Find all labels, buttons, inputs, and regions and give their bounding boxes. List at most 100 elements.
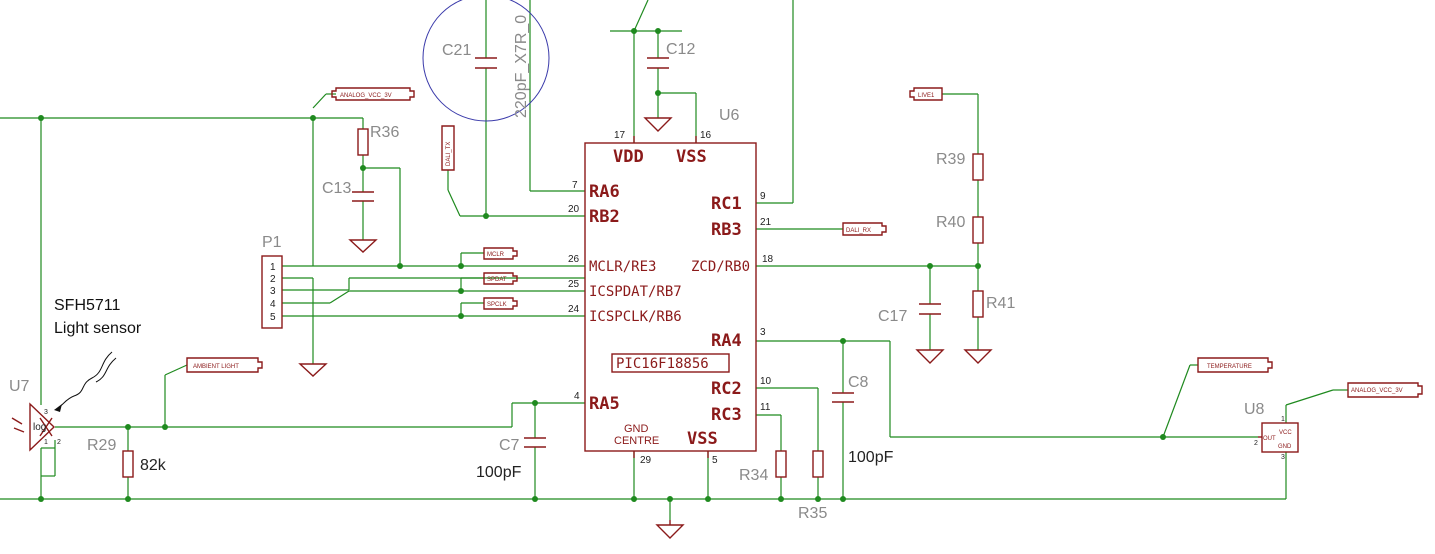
u6-icspclk: ICSPCLK/RB6 [589,309,682,325]
annotation-line-2: Light sensor [54,320,142,337]
u6-ra4: RA4 [711,331,742,351]
u6-part-number: PIC16F18856 [616,356,709,372]
r34-resistor: R34 [739,450,787,484]
net-label-mclr: MCLR [483,247,518,260]
svg-text:5: 5 [712,455,718,466]
svg-text:ANALOG_VCC_3V: ANALOG_VCC_3V [1351,388,1403,394]
u6-mclr: MCLR/RE3 [589,259,656,275]
u7-light-sensor: U7 log 3 1 2 [9,378,61,452]
u6-rc3: RC3 [711,405,742,425]
svg-text:R35: R35 [798,505,827,522]
u6-vdd: VDD [613,147,644,167]
svg-text:2: 2 [57,439,61,446]
net-label-temperature: TEMPERATURE [1197,357,1273,373]
svg-text:25: 25 [568,279,580,290]
u6-gnd: GND [624,423,649,435]
net-label-live1: LIVE1 [909,87,943,101]
p1-pin-5: 5 [270,312,276,323]
u6-rc2: RC2 [711,379,742,399]
svg-text:R41: R41 [986,295,1015,312]
c8-value: 100pF [848,449,894,466]
svg-text:DALI_TX: DALI_TX [446,142,452,166]
u6-zcd-rb0: ZCD/RB0 [691,259,750,275]
u6-microcontroller: U6 17 16 7 20 26 25 24 4 29 5 9 21 18 3 … [568,107,774,466]
net-label-spdat: SPDAT [483,272,518,285]
svg-text:3: 3 [1281,454,1285,461]
c17-capacitor: C17 [878,303,941,325]
annotation-line-1: SFH5711 [54,297,121,314]
r29-value: 82k [140,457,167,474]
r40-resistor: R40 [936,214,984,244]
svg-text:20: 20 [568,204,580,215]
u6-vss-bottom: VSS [687,429,718,449]
c21-value: 220pF_X7R_0 [513,15,530,118]
u6-ra5: RA5 [589,394,620,414]
net-label-dali-rx: DALI_RX [842,222,887,236]
p1-ref: P1 [262,234,282,251]
svg-text:TEMPERATURE: TEMPERATURE [1207,364,1252,370]
u6-icspdat: ICSPDAT/RB7 [589,284,682,300]
p1-pin-3: 3 [270,286,276,297]
u6-rb3: RB3 [711,220,742,240]
svg-text:U7: U7 [9,378,30,395]
svg-text:SPCLK: SPCLK [487,302,507,308]
svg-text:3: 3 [44,409,48,416]
u6-ra6: RA6 [589,182,620,202]
svg-text:18: 18 [762,254,774,265]
svg-text:C17: C17 [878,308,907,325]
svg-text:OUT: OUT [1263,436,1276,442]
wires [0,0,1348,520]
u6-centre: CENTRE [614,435,659,447]
p1-pin-4: 4 [270,299,276,310]
svg-text:C8: C8 [848,374,869,391]
u6-vss-top: VSS [676,147,707,167]
r41-resistor: R41 [972,290,1015,318]
c13-ref: C13 [322,180,351,197]
svg-text:10: 10 [760,376,772,387]
svg-text:21: 21 [760,217,772,228]
r29-resistor: R29 82k [87,437,167,478]
svg-text:DALI_RX: DALI_RX [846,228,871,234]
svg-text:24: 24 [568,304,580,315]
svg-text:11: 11 [760,402,771,413]
svg-text:1: 1 [44,439,48,446]
svg-text:R40: R40 [936,214,965,231]
svg-text:R29: R29 [87,437,116,454]
svg-text:R34: R34 [739,467,768,484]
c12-capacitor: C12 [647,41,695,69]
svg-text:SPDAT: SPDAT [487,277,507,283]
r36-resistor: R36 [357,124,399,156]
svg-text:29: 29 [640,455,652,466]
svg-text:17: 17 [614,130,626,141]
c7-value: 100pF [476,464,522,481]
c21-capacitor: C21 220pF_X7R_0 [422,0,550,122]
u8-temperature-sensor: U8 VCC OUT GND 1 2 3 [1244,401,1299,461]
c12-ref: C12 [666,41,695,58]
net-label-dali-tx: DALI_TX [441,125,455,171]
svg-text:16: 16 [700,130,712,141]
ground-symbols [298,117,993,539]
c7-capacitor: C7 100pF [476,437,546,481]
svg-text:2: 2 [1254,440,1258,447]
net-label-analog-vcc-right: ANALOG_VCC_3V [1347,382,1423,398]
svg-text:log: log [33,422,46,433]
svg-text:R39: R39 [936,151,965,168]
svg-text:4: 4 [574,391,580,402]
r36-ref: R36 [370,124,399,141]
svg-text:MCLR: MCLR [487,252,505,258]
svg-text:GND: GND [1278,444,1292,450]
svg-text:VCC: VCC [1279,430,1292,436]
svg-text:3: 3 [760,327,766,338]
svg-text:U8: U8 [1244,401,1265,418]
c13-capacitor: C13 [322,180,374,202]
p1-pin-1: 1 [270,262,276,273]
p1-pin-2: 2 [270,274,276,285]
junctions [38,28,1166,502]
svg-text:9: 9 [760,191,766,202]
svg-text:ANALOG_VCC_3V: ANALOG_VCC_3V [340,93,392,99]
sensor-annotation: SFH5711 Light sensor [54,297,142,412]
svg-text:LIVE1: LIVE1 [918,93,935,99]
c8-capacitor: C8 100pF [832,374,894,466]
c21-ref: C21 [442,42,471,59]
